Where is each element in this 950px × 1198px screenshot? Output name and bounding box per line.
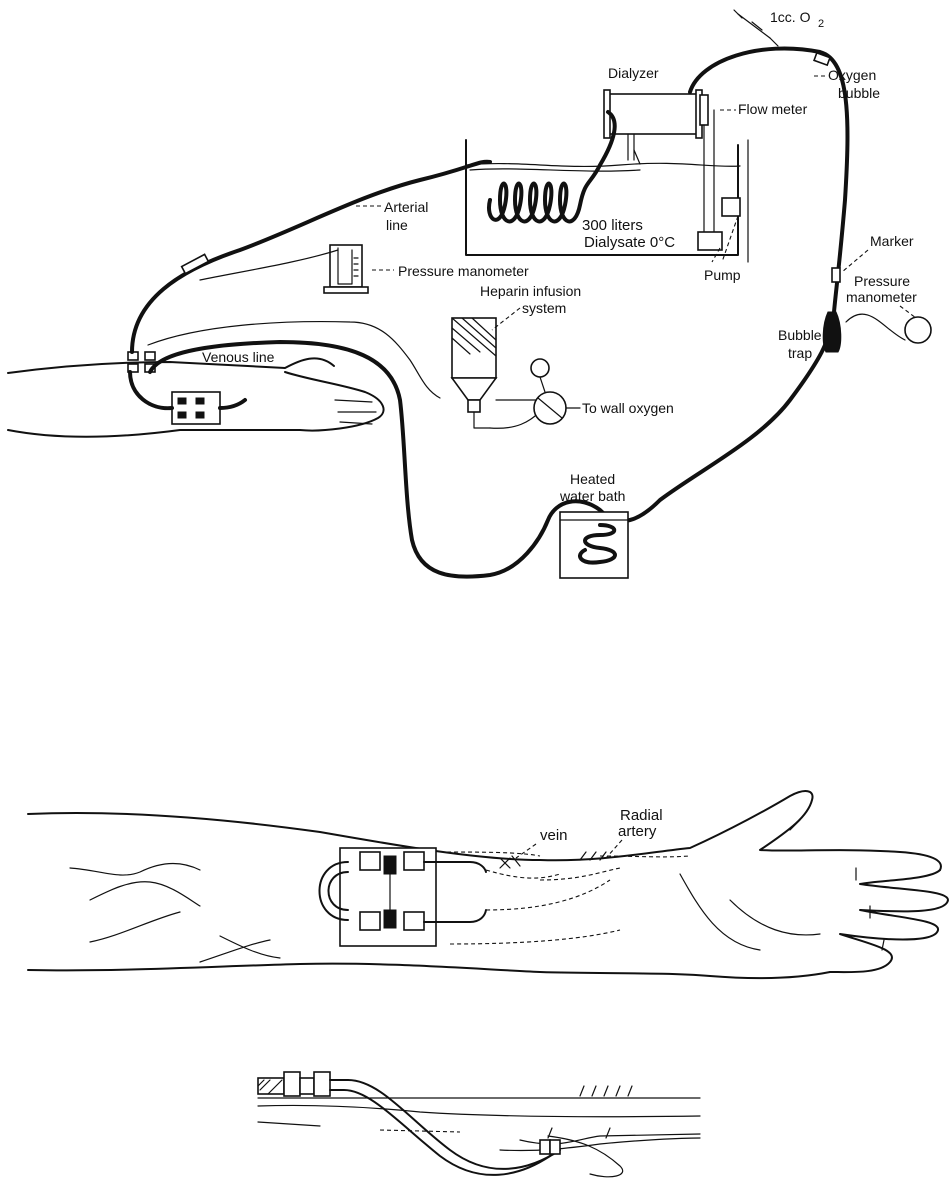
label-artery: artery: [618, 823, 657, 840]
label-bubble-trap-2: trap: [788, 345, 812, 361]
cross-section-sutures: [548, 1086, 632, 1138]
flow-meter-device: [700, 95, 714, 240]
label-heated-2: water bath: [559, 488, 625, 504]
dialyzer-unit: [604, 90, 702, 164]
bubble-trap-device: [823, 312, 841, 352]
label-bubble: bubble: [838, 85, 880, 101]
arteriovenous-shunt-device: [320, 848, 487, 946]
marker-segment: [832, 268, 840, 282]
label-venous-line: Venous line: [202, 349, 275, 365]
label-pressure-manometer-left: Pressure manometer: [398, 263, 529, 279]
label-dialysate: Dialysate 0°C: [584, 234, 675, 251]
syringe-label-subscript: 2: [818, 18, 824, 30]
heparin-infusion-device: [452, 318, 580, 428]
label-marker: Marker: [870, 233, 914, 249]
label-heated-1: Heated: [570, 471, 615, 487]
cross-section-figure: [258, 1072, 700, 1177]
label-wall-oxygen: To wall oxygen: [582, 400, 674, 416]
label-pressure-right-2: manometer: [846, 289, 917, 305]
label-arterial: Arterial: [384, 199, 428, 215]
label-bubble-trap-1: Bubble: [778, 327, 822, 343]
oxygen-syringe: 1cc. O 2: [734, 9, 824, 46]
pressure-manometer-left-device: [200, 245, 368, 293]
label-pump: Pump: [704, 267, 741, 283]
label-radial: Radial: [620, 807, 663, 824]
dialysis-circuit-figure: 1cc. O 2: [8, 9, 931, 578]
label-vein: vein: [540, 827, 568, 844]
label-flow-meter: Flow meter: [738, 101, 808, 117]
label-oxygen: Oxygen: [828, 67, 876, 83]
heated-water-bath-device: [560, 512, 628, 578]
syringe-label: 1cc. O: [770, 9, 811, 25]
label-arterial-line: line: [386, 217, 408, 233]
arm-loop-tube-right: [220, 400, 245, 408]
label-tank-volume: 300 liters: [582, 217, 643, 234]
label-heparin-1: Heparin infusion: [480, 283, 581, 299]
arm-loop-tube: [130, 372, 172, 408]
label-pressure-right-1: Pressure: [854, 273, 910, 289]
labels-top: Dialyzer Flow meter Oxygen bubble Arteri…: [202, 65, 917, 504]
label-dialyzer: Dialyzer: [608, 65, 659, 81]
forearm-shunt-figure: vein Radial artery: [28, 791, 948, 978]
label-heparin-2: system: [522, 300, 566, 316]
pressure-manometer-right-device: [846, 314, 931, 343]
